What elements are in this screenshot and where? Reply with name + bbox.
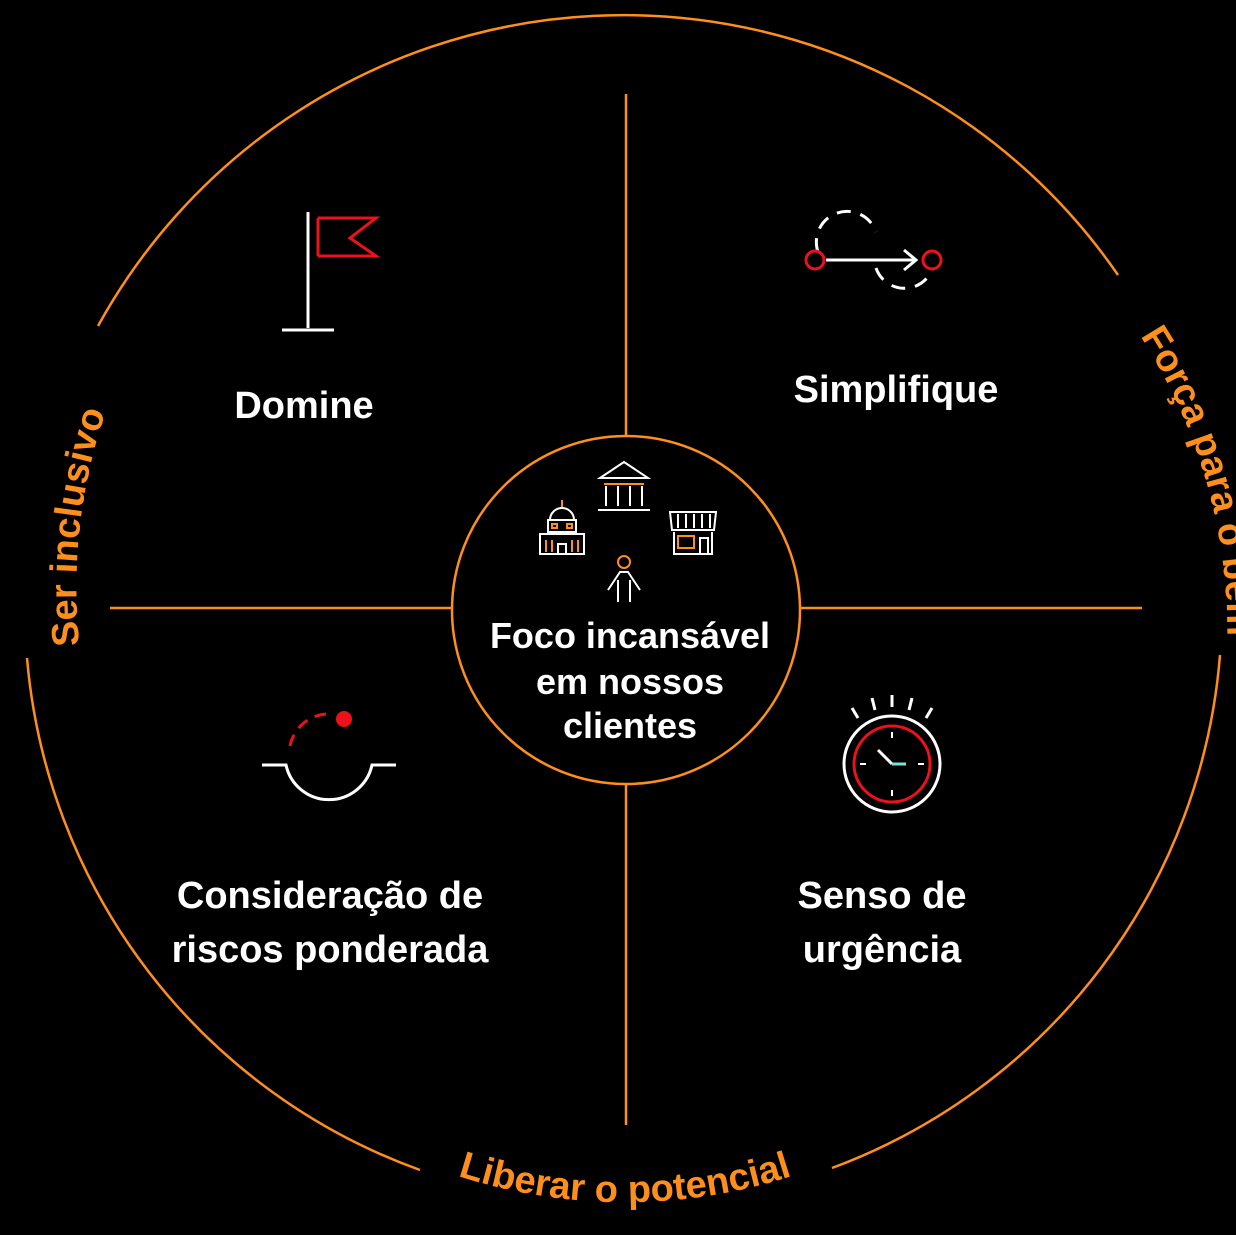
- quadrant-label-risk-line2: riscos ponderada: [172, 929, 490, 971]
- center-label-line1: Foco incansável: [490, 615, 770, 656]
- outer-ring-bottom-right-arc: [831, 654, 1222, 1170]
- outer-ring: [25, 13, 1222, 1172]
- center-label-line2: em nossos: [536, 661, 724, 702]
- quadrant-dividers: [110, 94, 1142, 1125]
- stopwatch-icon: [842, 695, 942, 814]
- storefront-icon: [668, 511, 718, 555]
- person-icon: [607, 555, 641, 602]
- bank-icon: [596, 460, 652, 511]
- ring-label-right: Força para o bem: [1133, 319, 1236, 637]
- flag-icon: [282, 212, 381, 332]
- risk-dot: [336, 711, 352, 727]
- quadrant-label-simplifique: Simplifique: [794, 369, 999, 411]
- risk-balance-icon: [262, 711, 396, 802]
- center-label-line3: clientes: [563, 705, 697, 746]
- outer-ring-top-arc: [96, 13, 1120, 327]
- simplify-path-icon: [804, 209, 943, 290]
- quadrant-label-domine: Domine: [234, 385, 373, 427]
- center-circle: [450, 434, 802, 786]
- quadrant-label-urgency-line1: Senso de: [798, 875, 967, 917]
- outer-ring-bottom-left-arc: [25, 657, 421, 1172]
- quadrant-label-urgency-line2: urgência: [803, 929, 962, 971]
- government-building-icon: [539, 500, 585, 555]
- ring-label-left: Ser inclusivo: [43, 402, 114, 648]
- quadrant-label-risk-line1: Consideração de: [177, 875, 483, 917]
- ring-label-bottom: Liberar o potencial: [455, 1144, 795, 1211]
